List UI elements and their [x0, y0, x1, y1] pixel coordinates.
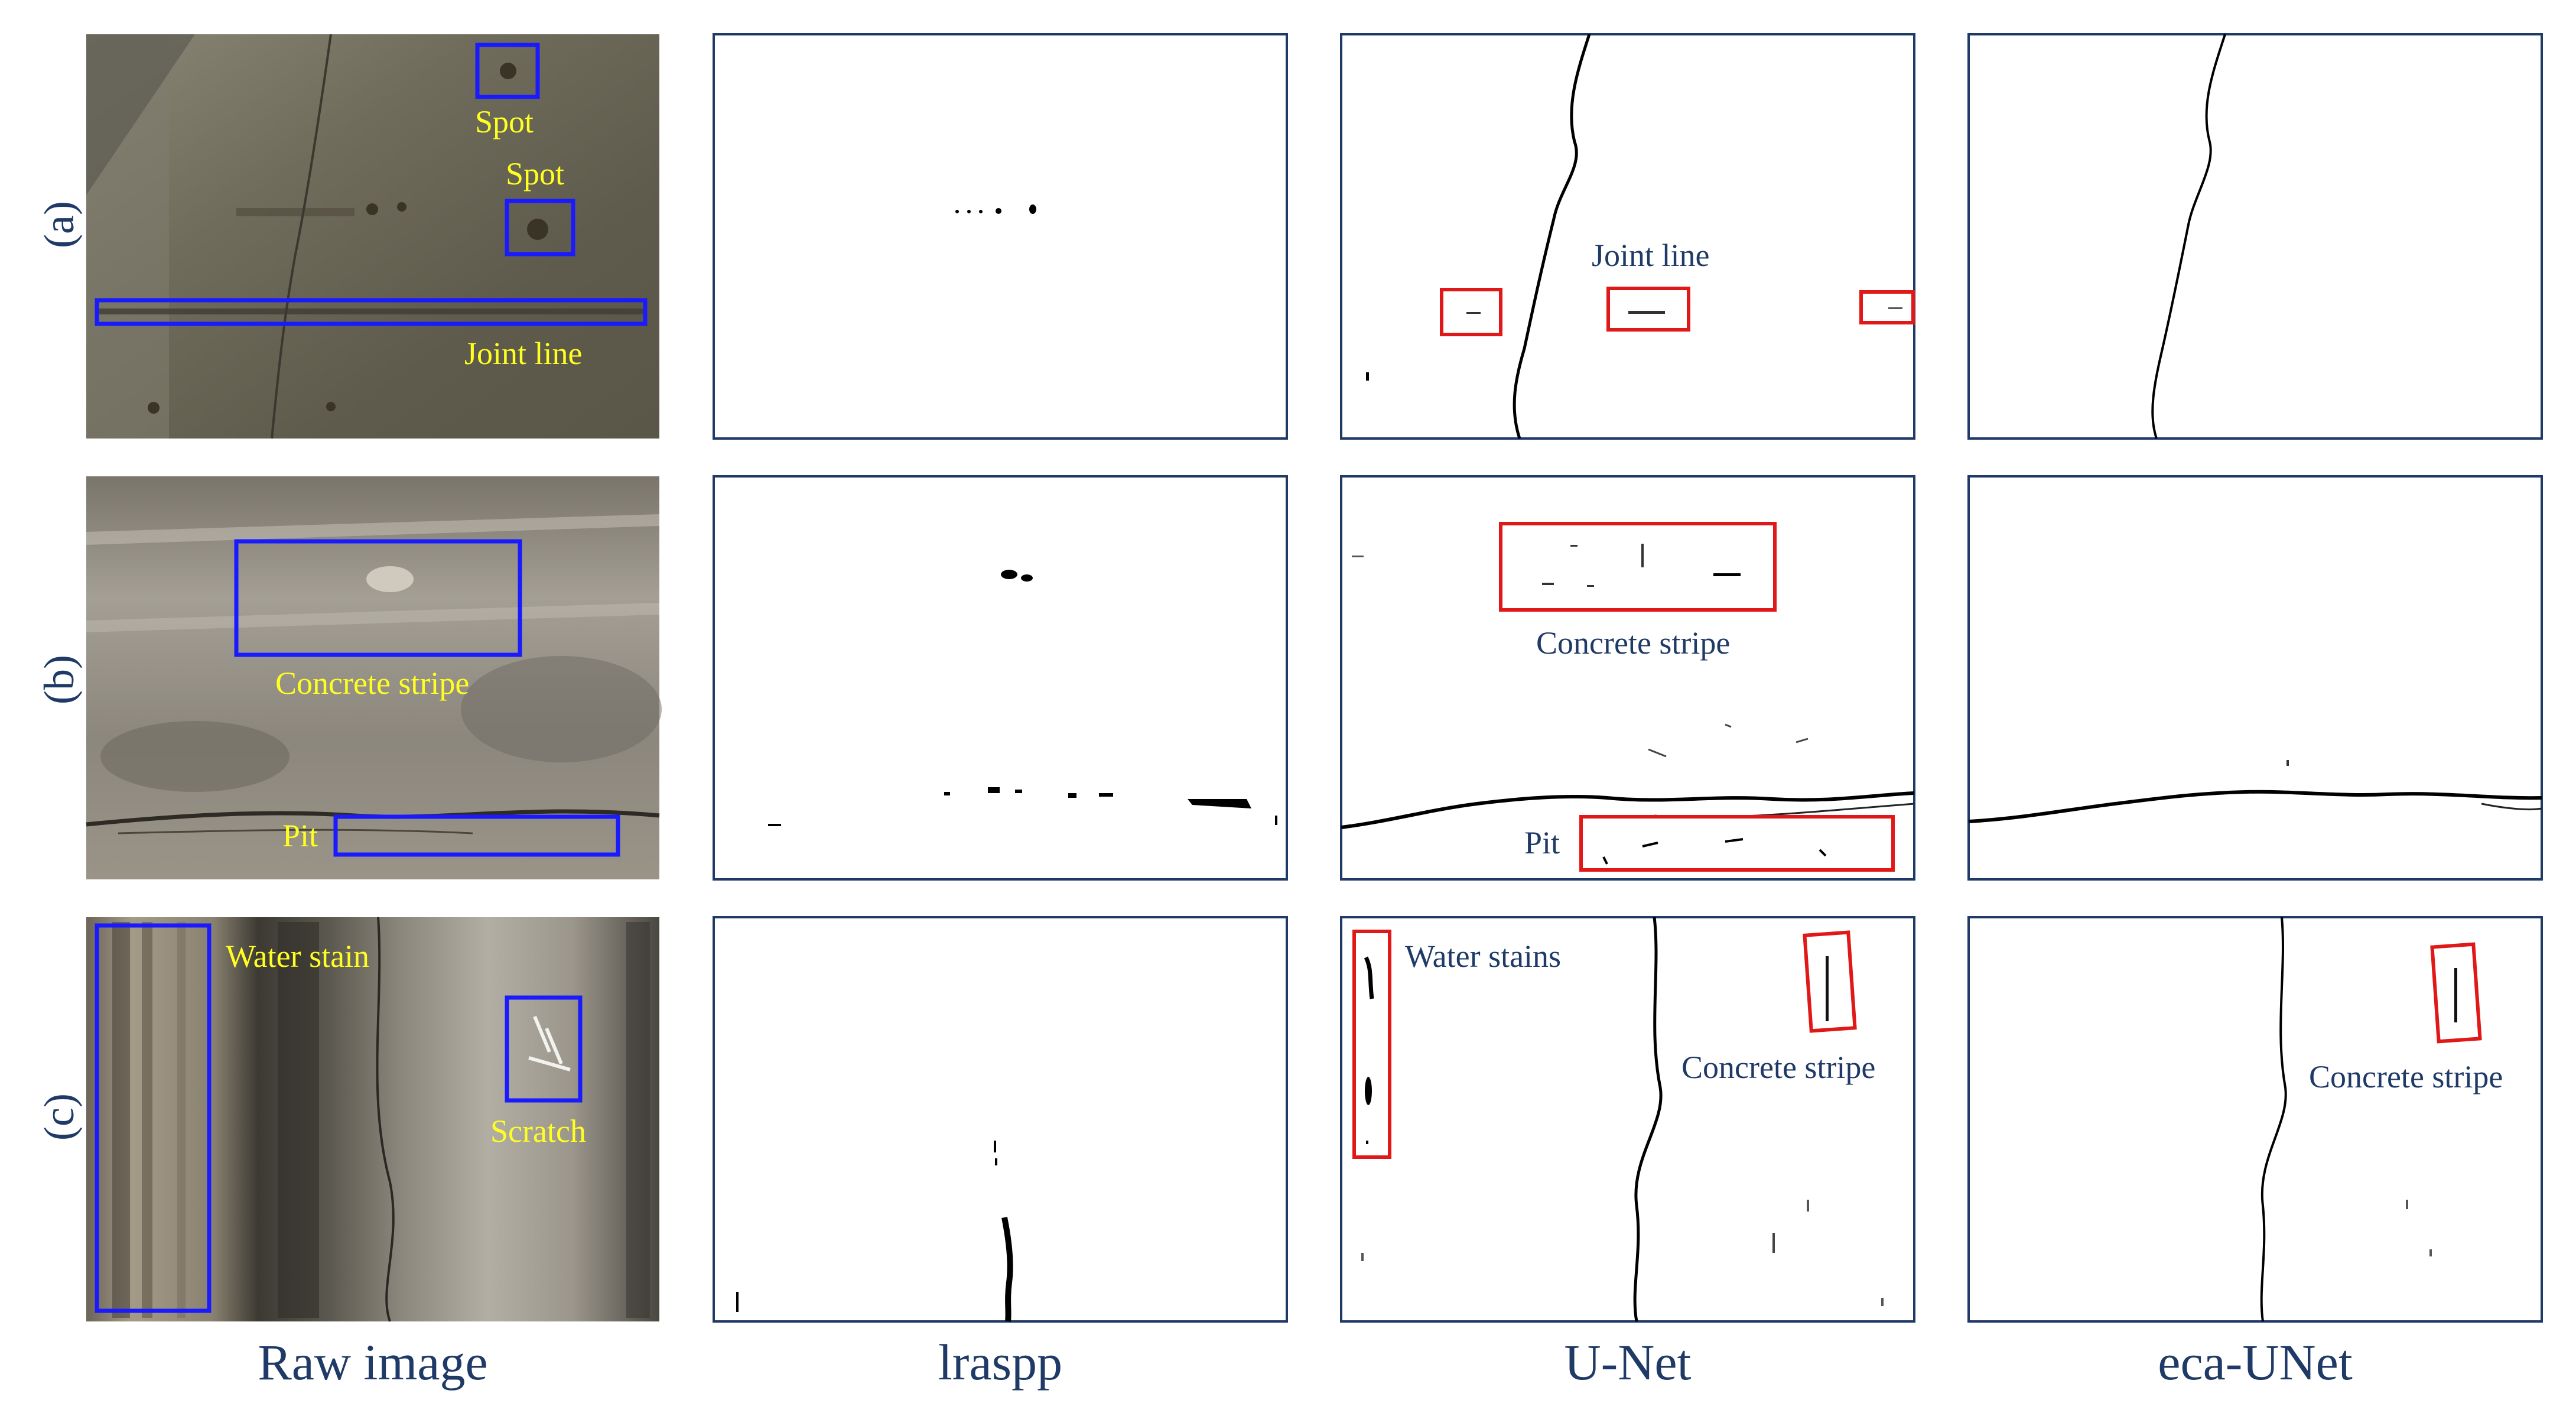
raw-b-pit-label: Pit — [282, 818, 318, 853]
row-label-b: (b) — [35, 655, 83, 704]
eca-unet-panel-b — [1967, 475, 2543, 881]
raw-a-spot-label-2: Spot — [506, 156, 565, 191]
unet-a-boxes — [1440, 287, 1915, 336]
unet-panel-b — [1340, 475, 1915, 881]
raw-image-a — [86, 34, 659, 439]
lraspp-panel-a — [713, 33, 1288, 440]
raw-a-spot-label-1: Spot — [475, 104, 534, 139]
eca-unet-c-stripe-label: Concrete stripe — [2309, 1059, 2503, 1095]
row-label-c: (c) — [35, 1093, 83, 1141]
raw-a-joint-label: Joint line — [464, 336, 583, 371]
eca-unet-c-boxes — [2430, 942, 2482, 1044]
raw-c-water-label: Water stain — [226, 938, 370, 974]
raw-b-stripe-label: Concrete stripe — [275, 665, 470, 701]
unet-c-water-label: Water stains — [1405, 938, 1562, 974]
raw-b-boxes — [234, 539, 620, 857]
column-title-eca-unet: eca-UNet — [2158, 1334, 2353, 1391]
raw-image-c — [86, 917, 659, 1322]
unet-c-boxes — [1352, 930, 1857, 1159]
unet-panel-a — [1340, 33, 1915, 440]
raw-a-boxes — [95, 43, 648, 326]
raw-c-boxes — [95, 923, 583, 1313]
column-title-raw-image: Raw image — [258, 1334, 488, 1391]
row-label-a: (a) — [35, 201, 83, 248]
lraspp-panel-b — [713, 475, 1288, 881]
raw-image-b — [86, 476, 662, 879]
eca-unet-panel-c — [1967, 916, 2543, 1323]
column-title-lraspp: lraspp — [938, 1334, 1063, 1391]
unet-b-stripe-label: Concrete stripe — [1536, 625, 1731, 661]
unet-a-joint-label: Joint line — [1592, 238, 1710, 273]
unet-b-boxes — [1499, 522, 1895, 872]
unet-c-stripe-label: Concrete stripe — [1681, 1050, 1876, 1085]
column-title-unet: U-Net — [1564, 1334, 1692, 1391]
eca-unet-panel-a — [1967, 33, 2543, 440]
unet-panel-c — [1340, 916, 1915, 1323]
unet-b-pit-label: Pit — [1524, 825, 1560, 860]
raw-c-scratch-label: Scratch — [490, 1113, 586, 1149]
lraspp-panel-c — [713, 916, 1288, 1323]
